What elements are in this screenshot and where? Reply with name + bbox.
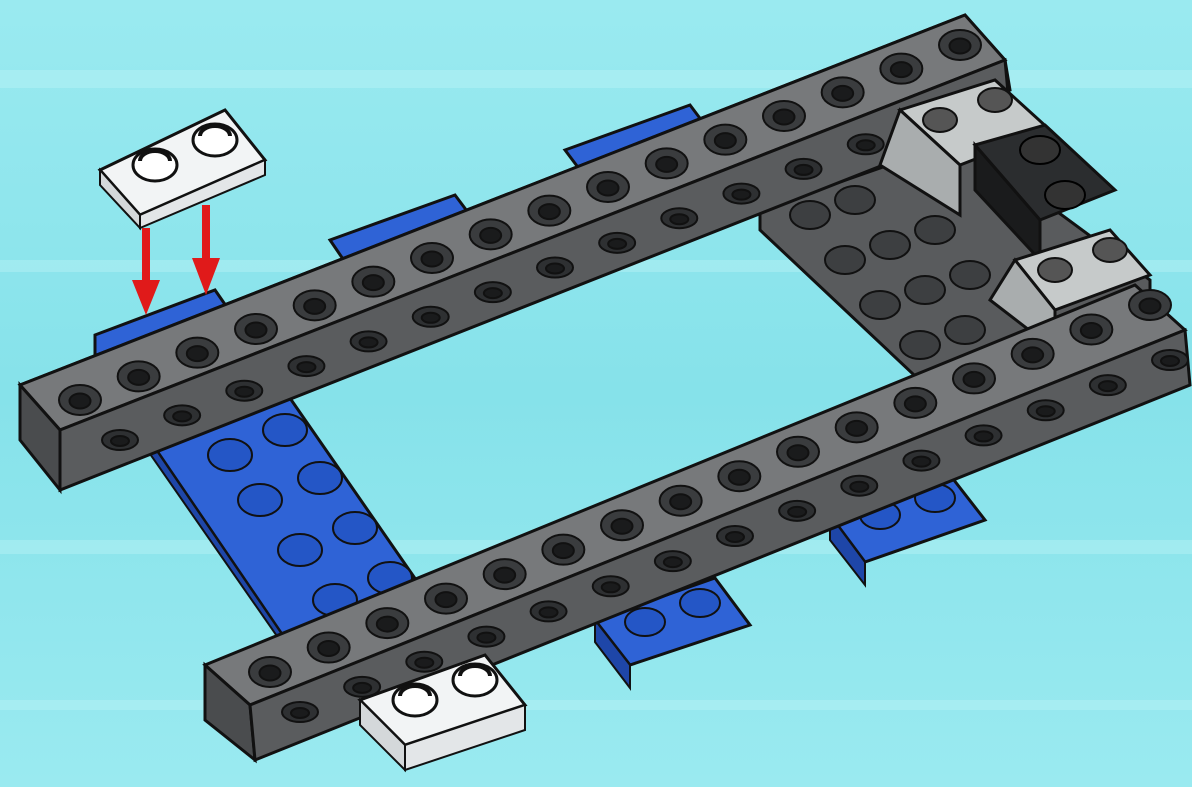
beam-stud-hollow [304,299,325,314]
technic-hole-hollow [291,708,309,718]
technic-hole-hollow [670,214,688,224]
technic-hole-hollow [608,239,626,249]
technic-hole-hollow [1037,406,1055,416]
beam-stud-hollow [363,275,384,290]
beam-stud-hollow [1081,323,1102,338]
technic-hole-hollow [484,288,502,298]
beam-stud-hollow [128,370,149,385]
beam-stud-hollow [774,110,795,125]
technic-hole-hollow [422,313,440,323]
beam-stud-hollow [1140,299,1161,314]
technic-hole-hollow [297,362,315,372]
beam-stud-hollow [950,39,971,54]
technic-hole-hollow [540,607,558,617]
beam-stud-hollow [715,133,736,148]
technic-hole-hollow [111,436,129,446]
technic-hole-hollow [353,683,371,693]
technic-hole-hollow [857,140,875,150]
beam-stud-hollow [729,470,750,485]
beam-stud-hollow [612,519,633,534]
beam-stud-hollow [964,372,985,387]
technic-hole-hollow [477,633,495,643]
technic-hole-hollow [975,431,993,441]
beam-stud-hollow [318,641,339,656]
technic-hole-hollow [173,411,191,421]
technic-hole-hollow [546,264,564,274]
technic-hole-hollow [726,532,744,542]
technic-hole-hollow [1099,381,1117,391]
technic-hole-hollow [602,582,620,592]
beam-stud-hollow [436,592,457,607]
technic-hole-hollow [235,387,253,397]
technic-hole-hollow [732,190,750,200]
beam-stud-hollow [70,394,91,409]
beam-stud-hollow [246,323,267,338]
beam-stud-hollow [494,568,515,583]
beam-stud-hollow [846,421,867,436]
technic-hole-hollow [415,658,433,668]
beam-stud-hollow [1022,347,1043,362]
beam-stud-hollow [670,494,691,509]
beam-stud-hollow [377,617,398,632]
beam-stud-hollow [539,204,560,219]
technic-hole-hollow [788,507,806,517]
beam-stud-hollow [905,396,926,411]
beam-stud-hollow [891,62,912,77]
beam-stud-hollow [480,228,501,243]
beam-stud-hollow [422,252,443,267]
beam-stud-hollow [788,445,809,460]
beam-stud-hollow [260,666,281,681]
beam-stud-hollow [598,181,619,196]
technic-hole-hollow [360,337,378,347]
beam-stud-hollow [553,543,574,558]
technic-hole-hollow [795,165,813,175]
technic-hole-hollow [664,557,682,567]
technic-hole-hollow [912,457,930,467]
technic-hole-hollow [850,482,868,492]
technic-hole-hollow [1161,356,1179,366]
beam-stud-hollow [187,346,208,361]
beam-stud-hollow [656,157,677,172]
beam-stud-hollow [832,86,853,101]
